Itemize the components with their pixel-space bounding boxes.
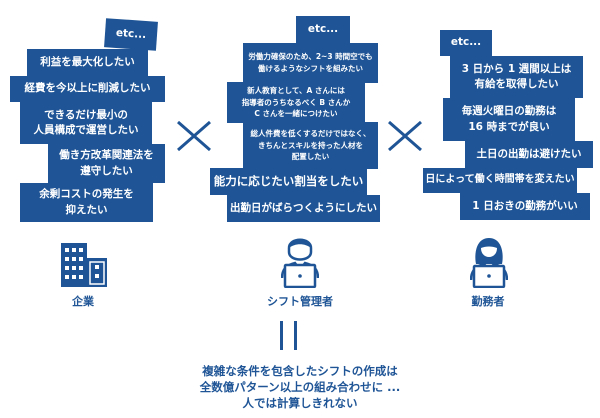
manager-person-icon bbox=[281, 238, 319, 288]
manager-need: 出勤日がばらつくようにしたい bbox=[227, 195, 380, 222]
company-etc: etc... bbox=[104, 18, 158, 51]
manager-label: シフト管理者 bbox=[267, 295, 333, 308]
worker-need: 毎週火曜日の勤務は 16 時までが良い bbox=[443, 98, 575, 141]
equals-bar bbox=[280, 321, 283, 350]
conclusion-line: 全数億パターン以上の組み合わせに ... bbox=[199, 380, 401, 394]
company-need: 余剰コストの発生を 抑えたい bbox=[20, 183, 153, 222]
manager-need: 能力に応じたい割当をしたい bbox=[210, 168, 367, 195]
company-need: 経費を今以上に削減したい bbox=[10, 76, 165, 102]
equals-bar bbox=[294, 321, 297, 350]
multiply-icon bbox=[177, 120, 211, 152]
manager-need: 総人件費を低くするだけではなく、 きちんとスキルを持った人材を 配置したい bbox=[243, 122, 378, 169]
conclusion-line: 複雑な条件を包含したシフトの作成は bbox=[202, 364, 398, 378]
worker-etc: etc... bbox=[440, 30, 492, 56]
company-need: 利益を最大化したい bbox=[27, 49, 148, 76]
worker-need: 土日の出勤は避けたい bbox=[465, 141, 593, 168]
worker-need: 3 日から 1 週間以上は 有給を取得したい bbox=[450, 56, 583, 98]
multiply-icon bbox=[388, 120, 422, 152]
conclusion-text: 複雑な条件を包含したシフトの作成は 全数億パターン以上の組み合わせに ... 人… bbox=[0, 363, 600, 411]
worker-label: 勤務者 bbox=[471, 295, 505, 308]
company-label: 企業 bbox=[72, 295, 94, 308]
worker-need: 1 日おきの勤務がいい bbox=[460, 193, 590, 220]
company-need: できるだけ最小の 人員構成で運営したい bbox=[20, 102, 152, 144]
company-need: 働き方改革関連法を 遵守したい bbox=[48, 144, 165, 183]
worker-need: 日によって働く時間帯を変えたい bbox=[423, 168, 577, 193]
worker-person-icon bbox=[470, 238, 508, 288]
conclusion-line: 人では計算しきれない bbox=[242, 396, 358, 410]
manager-need: 労働力確保のため、2~3 時間空でも 働けるようなシフトを組みたい bbox=[243, 43, 378, 83]
manager-etc: etc... bbox=[296, 16, 350, 44]
manager-need: 新人教育として、A さんには 指導者のうちなるべく B さんか C さんを一緒に… bbox=[227, 82, 365, 123]
building-icon bbox=[61, 243, 107, 287]
